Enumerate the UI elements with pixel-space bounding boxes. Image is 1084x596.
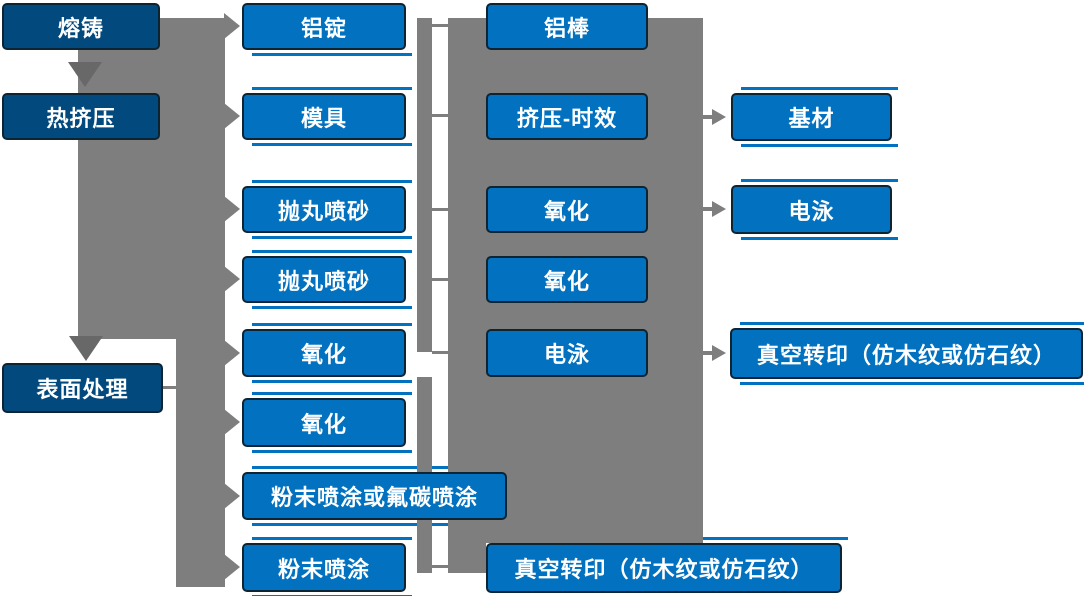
flow-box-paowan-2: 抛丸喷砂 <box>242 256 406 303</box>
connector-trunk-left-lower <box>176 312 225 587</box>
arrow-to-yanghua-b-icon <box>224 409 240 435</box>
arrow-to-fenmo-futan-icon <box>224 483 240 509</box>
flow-box-yanghua-b: 氧化 <box>242 398 406 447</box>
connector-mid-link-row8 <box>432 565 448 568</box>
arrow-to-dianyong-b-icon <box>712 201 726 217</box>
flow-box-jicai-accent-bottom <box>741 144 898 147</box>
connector-mid-bar-upper <box>417 18 432 352</box>
flow-box-paowan-2-accent-bottom <box>252 306 412 309</box>
flow-box-jiya-shixiao: 挤压-时效 <box>486 93 648 140</box>
flow-box-lvbang: 铝棒 <box>486 3 648 50</box>
flow-box-yanghua-c: 氧化 <box>486 186 648 233</box>
flow-box-yanghua-a: 氧化 <box>242 329 406 377</box>
connector-mid-link-row1 <box>432 24 448 27</box>
flow-box-moju-accent-top <box>252 87 412 90</box>
flow-box-zhenkong-b: 真空转印（仿木纹或仿石纹） <box>730 328 1083 379</box>
arrow-to-jicai-shaft <box>703 115 713 119</box>
flow-box-fenmo-futan-accent-top <box>252 466 513 469</box>
flow-box-dianyong-b-accent-bottom <box>741 237 898 240</box>
arrow-to-moju-icon <box>224 103 240 129</box>
flow-box-fenmo-futan: 粉末喷涂或氟碳喷涂 <box>242 472 507 520</box>
flow-box-yanghua-b-accent-bottom <box>252 450 412 453</box>
flow-box-zhenkong-a: 真空转印（仿木纹或仿石纹） <box>486 543 842 593</box>
flow-box-fenmo-accent-top <box>252 537 412 540</box>
arrow-to-fenmo-icon <box>224 554 240 580</box>
arrow-to-zhenkong-b-shaft <box>703 351 713 355</box>
flow-box-paowan-2-accent-top <box>252 250 412 253</box>
connector-mid-link-row4 <box>432 278 448 281</box>
flow-box-rongzhu: 熔铸 <box>2 3 160 50</box>
connector-trunk-left-upper <box>78 18 225 312</box>
arrow-rongzhu-to-rejiya-icon <box>68 62 102 87</box>
arrow-to-yanghua-a-icon <box>224 340 240 366</box>
flow-box-rejiya: 热挤压 <box>2 93 160 140</box>
flow-box-yanghua-a-accent-bottom <box>252 380 412 383</box>
flow-box-zhenkong-b-accent-top <box>740 322 1084 325</box>
flow-box-yanghua-a-accent-top <box>252 323 412 326</box>
flow-box-paowan-1-accent-bottom <box>252 236 412 239</box>
flow-box-lvding: 铝锭 <box>242 3 406 50</box>
flow-box-dianyong-b: 电泳 <box>731 185 892 234</box>
connector-mid-link-row3 <box>432 208 448 211</box>
connector-mid-link-row2 <box>432 114 448 117</box>
flow-box-jicai: 基材 <box>731 93 892 141</box>
connector-trunk-left-step <box>78 312 177 339</box>
flow-box-fenmo-futan-accent-bottom <box>252 523 513 526</box>
flow-box-yanghua-d: 氧化 <box>486 256 648 303</box>
arrow-to-paowan-1-icon <box>224 196 240 222</box>
flow-box-fenmo: 粉末喷涂 <box>242 543 406 592</box>
flow-box-zhenkong-b-accent-bottom <box>740 382 1084 385</box>
connector-surface-link <box>160 386 182 389</box>
connector-mid-link-row5 <box>432 351 448 354</box>
flow-box-yanghua-b-accent-top <box>252 392 412 395</box>
flow-box-dianyong-b-accent-top <box>741 179 898 182</box>
flow-box-biaomianchuli: 表面处理 <box>2 363 163 413</box>
flow-box-paowan-1-accent-top <box>252 180 412 183</box>
flow-box-paowan-1: 抛丸喷砂 <box>242 186 406 233</box>
flow-box-lvding-accent-bottom <box>252 53 412 56</box>
arrow-rejiya-to-biaomianchuli-icon <box>69 336 103 361</box>
connector-right-trunk-foot <box>448 543 486 573</box>
arrow-to-jicai-icon <box>712 109 726 125</box>
flow-box-dianyong-a: 电泳 <box>486 329 648 377</box>
flow-box-moju: 模具 <box>242 93 406 140</box>
flow-box-jicai-accent-top <box>741 87 898 90</box>
flow-box-moju-accent-bottom <box>252 143 412 146</box>
arrow-to-dianyong-b-shaft <box>703 207 713 211</box>
arrow-to-zhenkong-b-icon <box>712 345 726 361</box>
arrow-to-lvding-icon <box>224 13 240 39</box>
arrow-to-paowan-2-icon <box>224 266 240 292</box>
